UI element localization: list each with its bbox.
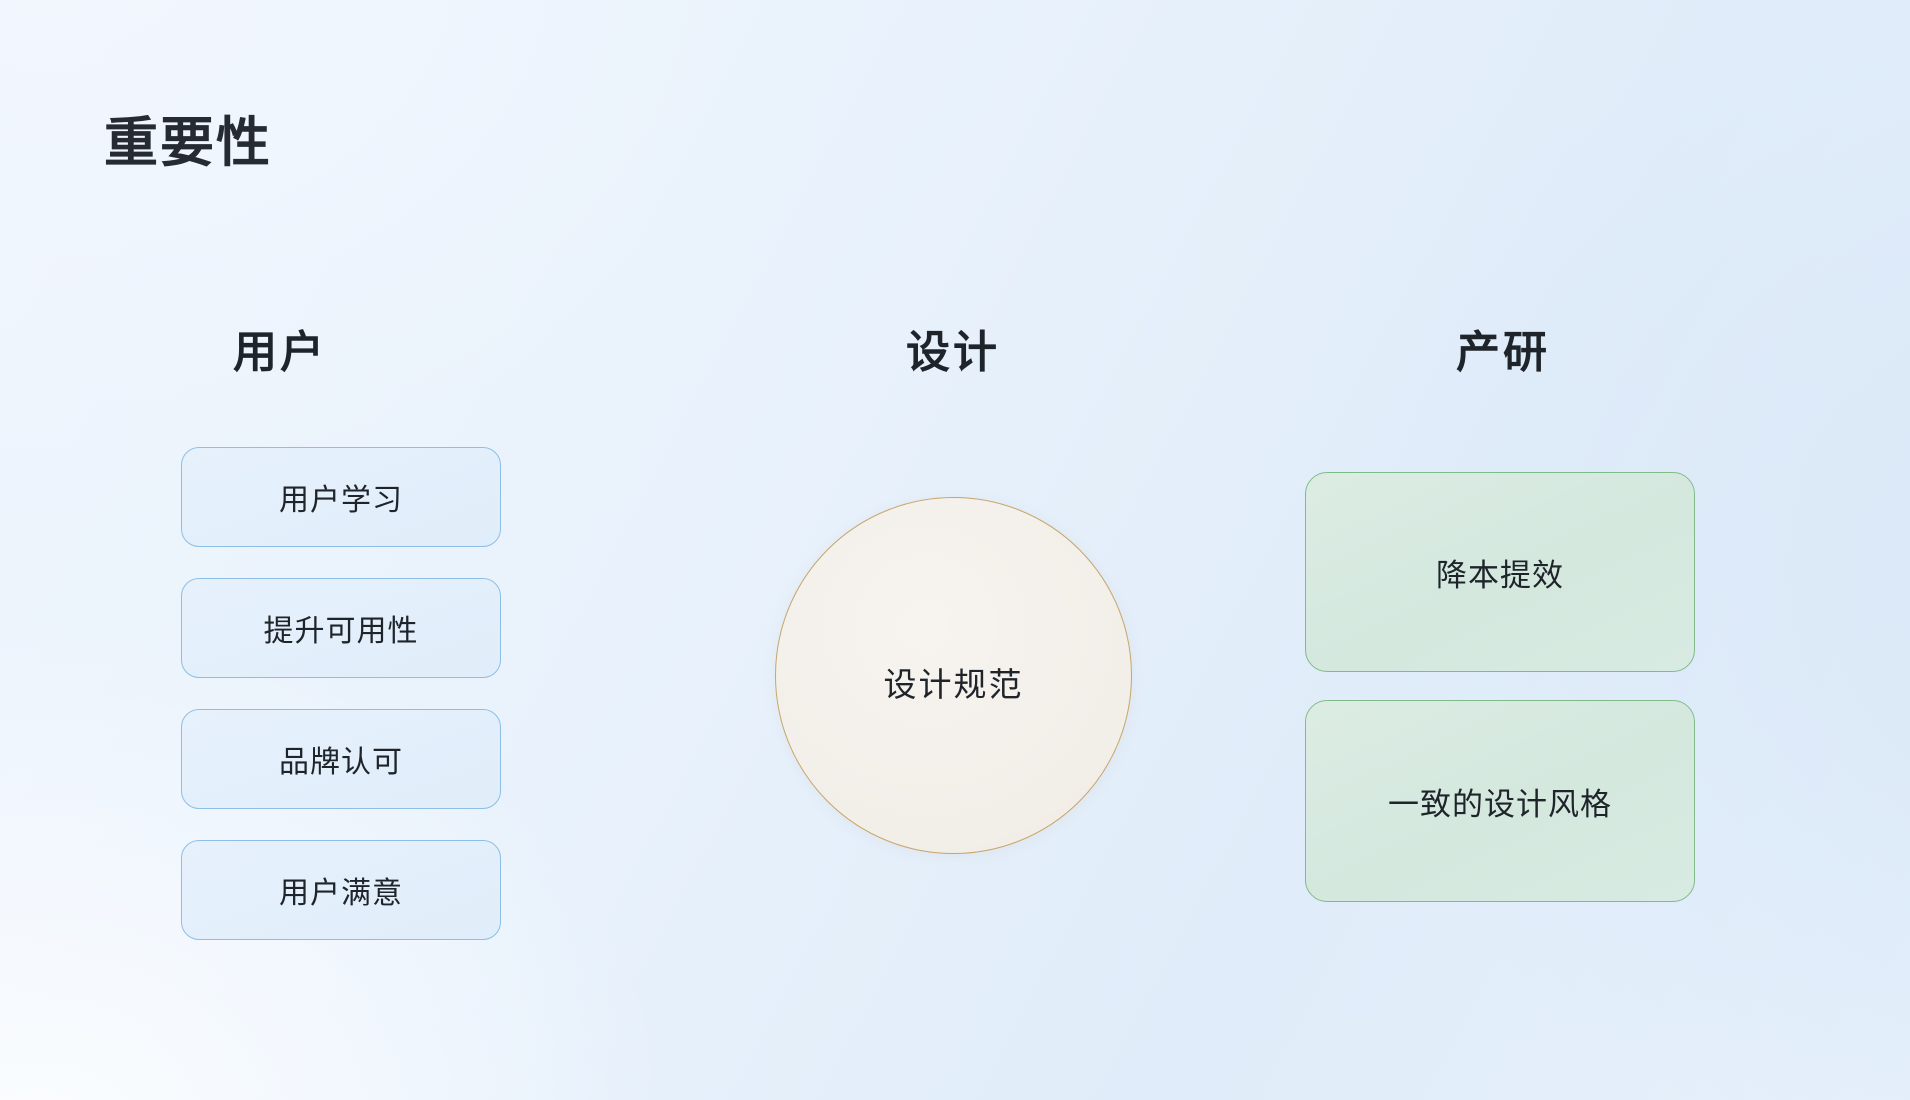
design-spec-circle[interactable]: 设计规范	[775, 497, 1132, 854]
product-item-card[interactable]: 降本提效	[1305, 472, 1695, 672]
user-item-card[interactable]: 品牌认可	[181, 709, 501, 809]
product-item-card[interactable]: 一致的设计风格	[1305, 700, 1695, 902]
column-heading-user: 用户	[233, 328, 327, 377]
column-heading-design: 设计	[906, 328, 1000, 377]
design-spec-circle-label: 设计规范	[883, 665, 1024, 703]
column-heading-product: 产研	[1456, 328, 1550, 377]
user-item-card[interactable]: 提升可用性	[181, 578, 501, 678]
user-item-card[interactable]: 用户满意	[181, 840, 501, 940]
user-item-card[interactable]: 用户学习	[181, 447, 501, 547]
page-title: 重要性	[104, 113, 272, 174]
